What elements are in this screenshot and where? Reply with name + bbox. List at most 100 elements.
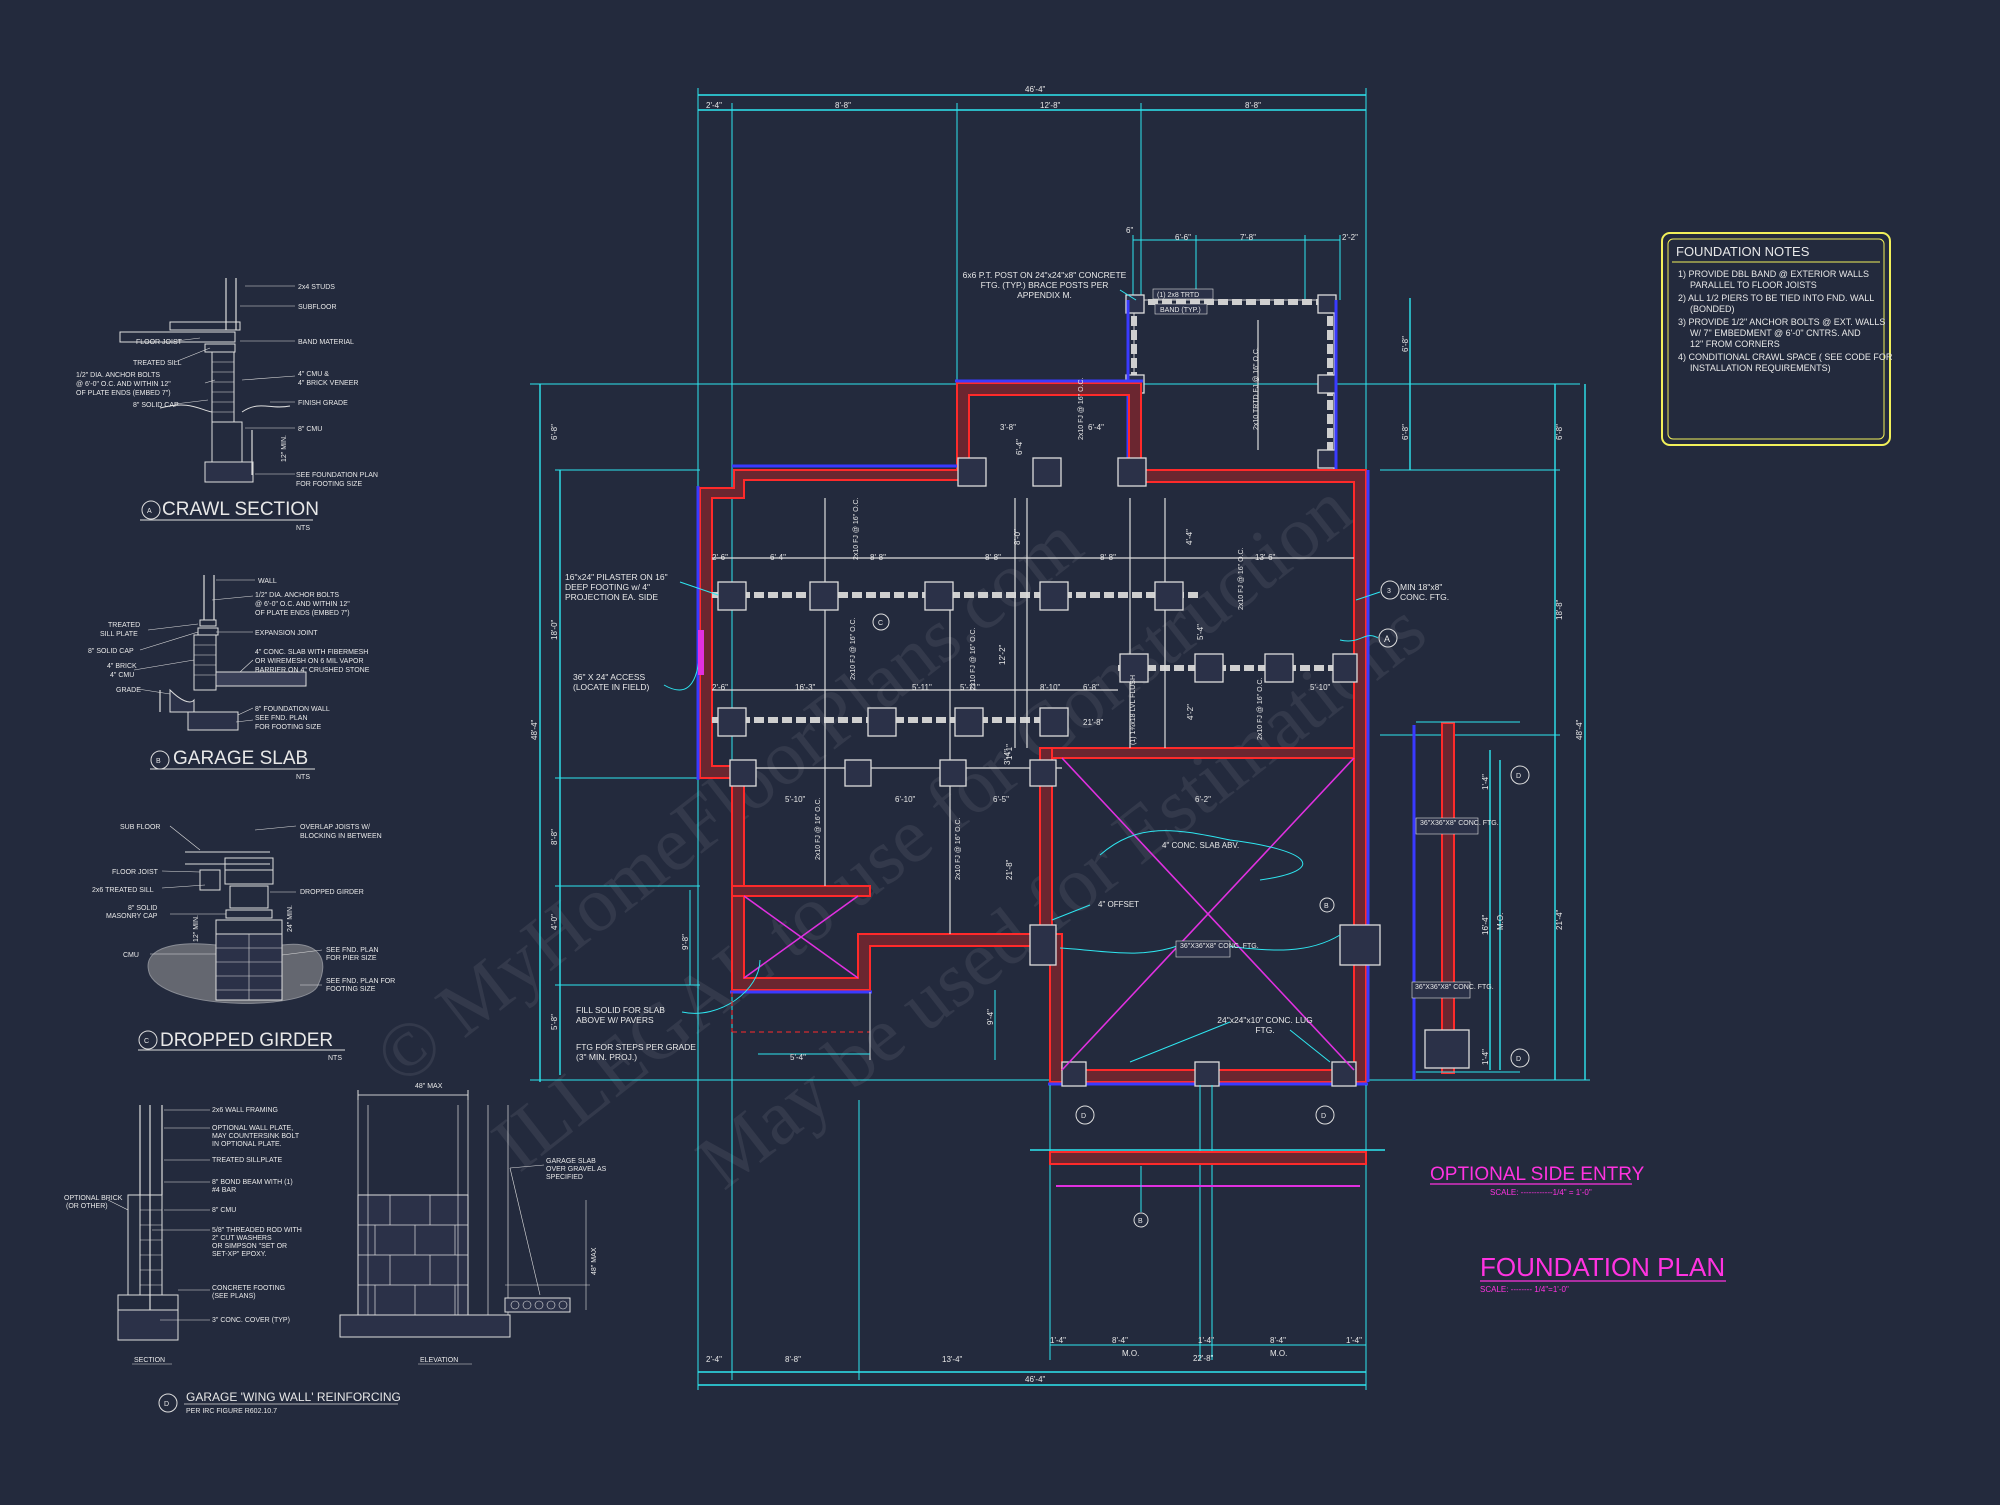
dim-garage-5: 22'-8" xyxy=(1193,1354,1214,1363)
girder-label-12: SEE FND. PLAN FOR xyxy=(326,978,395,985)
dim-int-23: 5'-4" xyxy=(1196,624,1205,640)
dim-garage-1: 1'-4" xyxy=(1050,1336,1066,1345)
right-callouts: 3 MIN 18"x8" CONC. FTG. xyxy=(1355,580,1450,602)
joist-label-8: 2x10 FJ @ 16" O.C. xyxy=(1257,677,1264,740)
optional-side-entry-title: OPTIONAL SIDE ENTRY xyxy=(1430,1164,1645,1185)
tag-b-2: B xyxy=(1138,1218,1143,1225)
porch-deck: 6" 6'-6" 7'-8" 2'-2" 6'-8" 6'-8" (1) 2x8… xyxy=(1125,226,1411,471)
access-callout-text: 36" X 24" ACCESS (LOCATE IN FIELD) xyxy=(573,672,650,692)
detail-dropped-girder: SUB FLOOR OVERLAP JOISTS W/ BLOCKING IN … xyxy=(92,824,395,1062)
dim-int-2: 6'-4" xyxy=(770,553,786,562)
dim-int-18: 6'-4" xyxy=(1088,423,1104,432)
wing-label-10: 2" CUT WASHERS xyxy=(212,1235,272,1242)
girder-label-5: 2x6 TREATED SILL xyxy=(92,887,154,894)
wing-label-15: 3" CONC. COVER (TYP) xyxy=(212,1317,290,1324)
girder-label-8: MASONRY CAP xyxy=(106,913,158,920)
slab-label-1: WALL xyxy=(258,578,277,585)
joist-label-3: 2x10 FJ @ 16" O.C. xyxy=(850,617,857,680)
wing-title: GARAGE 'WING WALL' REINFORCING xyxy=(186,1390,401,1404)
girder-label-13: FOOTING SIZE xyxy=(326,986,376,993)
dim-bottom-seg-3: 13'-4" xyxy=(942,1355,963,1364)
crawl-label-10: 4" CMU & xyxy=(298,371,329,378)
dim-right-seg-3: 21'-4" xyxy=(1555,909,1564,930)
left-callouts: 16"x24" PILASTER ON 16" DEEP FOOTING w/ … xyxy=(565,572,996,1062)
dim-int-27: 8'-0" xyxy=(1013,529,1022,545)
wing-label-5: TREATED SILLPLATE xyxy=(212,1157,282,1164)
foundation-plan-title: FOUNDATION PLAN xyxy=(1480,1252,1725,1282)
joist-label-lvl: (1) 1¾x18 LVL FLUSH xyxy=(1130,675,1137,745)
crawl-title: CRAWL SECTION xyxy=(162,499,319,520)
girder-label-1: SUB FLOOR xyxy=(120,824,160,831)
crawl-label-12: FINISH GRADE xyxy=(298,400,348,407)
wing-label-8: 8" CMU xyxy=(212,1207,236,1214)
dim-left-seg-3: 8'-8" xyxy=(550,829,559,845)
dim-int-21: 21'-8" xyxy=(1005,859,1014,880)
wing-label-3: MAY COUNTERSINK BOLT xyxy=(212,1133,300,1140)
min-ftg-callout-text: MIN 18"x8" CONC. FTG. xyxy=(1400,582,1450,602)
dim-right-overall: 48'-4" xyxy=(1575,719,1584,740)
wing-tag: D xyxy=(164,1401,169,1408)
callout-slab: 4" CONC. SLAB ABV. xyxy=(1162,841,1239,850)
note-line-6: W/ 7" EMBEDMENT @ 6'-0" CNTRS. AND xyxy=(1690,328,1861,338)
girder-label-14: 12" MIN. xyxy=(193,915,200,942)
fill-callout-text: FILL SOLID FOR SLAB ABOVE W/ PAVERS xyxy=(576,1005,665,1025)
dim-left-seg-4: 4'-0" xyxy=(550,914,559,930)
tag-a-circle xyxy=(1378,628,1398,648)
slab-tag: B xyxy=(156,758,161,765)
wing-subtitle: PER IRC FIGURE R602.10.7 xyxy=(186,1408,277,1415)
note-line-4: (BONDED) xyxy=(1690,304,1735,314)
crawl-label-4: BAND MATERIAL xyxy=(298,339,354,346)
dim-right-small: 9'-4" xyxy=(986,1009,995,1025)
slab-label-14: GRADE xyxy=(116,687,141,694)
dim-garage-top: 21'-8" xyxy=(1083,718,1104,727)
joist-label-1: 2x10 FJ @ 16" O.C. xyxy=(853,497,860,560)
wing-label-elevation: ELEVATION xyxy=(420,1357,458,1364)
slab-label-12: 4" BRICK xyxy=(107,663,137,670)
girder-nts: NTS xyxy=(328,1055,342,1062)
dim-top-overall: 46'-4" xyxy=(1025,85,1046,94)
crawl-label-11: 4" BRICK VENEER xyxy=(298,380,358,387)
girder-label-4: FLOOR JOIST xyxy=(112,869,159,876)
wing-label-19: 48" MAX xyxy=(591,1247,598,1275)
tag-3: 3 xyxy=(1387,588,1391,595)
dim-int-22: 12'-2" xyxy=(998,644,1007,665)
tag-d-4: D xyxy=(1321,1113,1326,1120)
dim-garage-7: M.O. xyxy=(1270,1349,1287,1358)
dim-left-seg-1: 6'-8" xyxy=(550,424,559,440)
side-entry: 1'-4" 16'-4" M.O. 1'-4" 36"X36"X8" CONC.… xyxy=(1411,721,1520,1080)
callout-side-ftg-2: 36"X36"X8" CONC. FTG. xyxy=(1415,984,1494,991)
dim-garage-2: 8'-4" xyxy=(1112,1336,1128,1345)
tag-a: A xyxy=(1384,634,1390,644)
dim-garage-3: M.O. xyxy=(1122,1349,1139,1358)
callout-offset: 4" OFFSET xyxy=(1098,900,1139,909)
detail-crawl-section: 2x4 STUDS SUBFLOOR FLOOR JOIST BAND MATE… xyxy=(76,278,378,532)
dim-side-3: M.O. xyxy=(1496,913,1505,930)
note-line-2: PARALLEL TO FLOOR JOISTS xyxy=(1690,280,1817,290)
slab-label-17: FOR FOOTING SIZE xyxy=(255,724,321,731)
wing-label-1: 2x6 WALL FRAMING xyxy=(212,1107,278,1114)
slab-label-13: 4" CMU xyxy=(110,672,134,679)
joist-label-2: 2x10 FJ @ 16" O.C. xyxy=(1078,377,1085,440)
crawl-tag: A xyxy=(147,508,152,515)
callout-beam-top: (1) 2x8 TRTD xyxy=(1157,292,1199,299)
wing-label-7: #4 BAR xyxy=(212,1187,236,1194)
crawl-label-14: 12" MIN. xyxy=(281,435,288,462)
dim-int-10: 5'-11" xyxy=(960,683,980,692)
dim-int-12: 5'-10" xyxy=(1310,683,1331,692)
interior-dims: 2'-6" 6'-4" 8'-8" 8'-8" 8'-8" 13'-6" 2'-… xyxy=(712,423,1331,880)
dim-left-seg-5: 5'-8" xyxy=(550,1014,559,1030)
pilaster-callout-text: 16"x24" PILASTER ON 16" DEEP FOOTING w/ … xyxy=(565,572,668,602)
wing-label-9: 5/8" THREADED ROD WITH xyxy=(212,1227,302,1234)
crawl-label-7: @ 6'-0" O.C. AND WITHIN 12" xyxy=(76,381,171,388)
slab-label-3: @ 6'-0" O.C. AND WITHIN 12" xyxy=(255,601,350,608)
dim-int-11: 6'-8" xyxy=(1083,683,1099,692)
dim-int-20: 6'-2" xyxy=(1195,795,1211,804)
note-line-1: 1) PROVIDE DBL BAND @ EXTERIOR WALLS xyxy=(1678,269,1869,279)
dim-int-13: 5'-10" xyxy=(785,795,806,804)
dim-side-1: 1'-4" xyxy=(1481,774,1490,790)
dim-side-2: 16'-4" xyxy=(1481,914,1490,935)
girder-label-10: SEE FND. PLAN xyxy=(326,947,379,954)
section-tags: A C D D D D B B xyxy=(872,613,1530,1228)
crawl-label-15: SEE FOUNDATION PLAN xyxy=(296,472,378,479)
